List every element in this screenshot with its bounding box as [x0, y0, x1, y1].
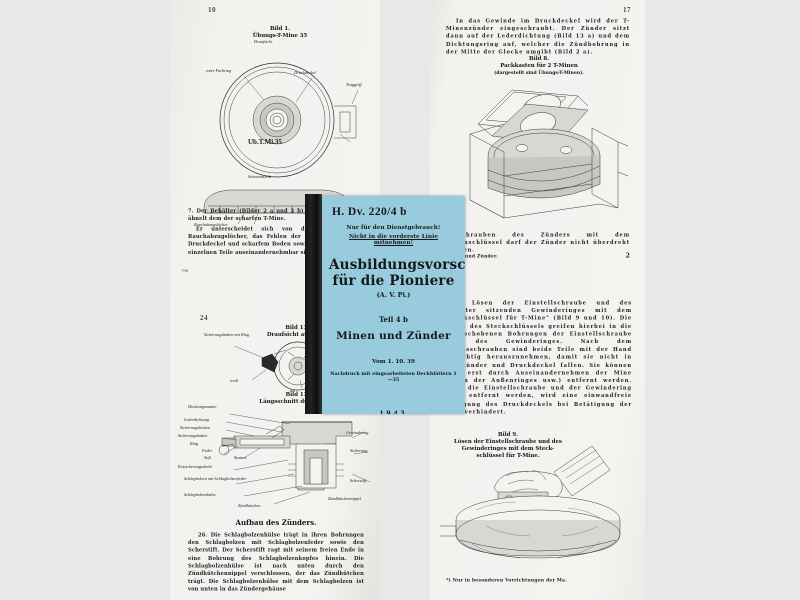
fig13c-label-entsicherungsdraht: Entsicherungsdraht	[178, 464, 212, 469]
fig13c-caption-line2: Längsschnitt durch T-Mine	[259, 399, 341, 405]
cover-reprint-note: Nachdruck mit eingearbeiteten Deckblätte…	[330, 371, 457, 383]
fig13c-label-lederdichtung: Lederdichtung	[184, 417, 209, 422]
cover-title-line1: Ausbildungsvorschrift	[329, 257, 465, 273]
cover-title-line2: für die Pioniere	[332, 272, 455, 289]
cover-restriction-note-1: Nur für den Dienstgebrauch!	[346, 225, 441, 231]
right-paragraph-top: In das Gewinde im Druckdeckel wird der T…	[446, 18, 630, 56]
cover-document-code: H. Dv. 220/4 b	[332, 206, 407, 218]
cover-year: 1943	[379, 409, 408, 414]
fig13c-label-schlagbolzenhuelse: Schlagbolzenhülse	[184, 492, 216, 497]
right-footnote: *) Nur in besonderen Vorrichtungen der M…	[446, 578, 567, 584]
fig1-caption: Bild 1. Übungs-T-Mine 35	[205, 26, 355, 40]
fig13c-label-stift: Stift	[204, 455, 211, 460]
booklet-cover[interactable]: H. Dv. 220/4 b Nur für den Dienstgebrauc…	[305, 194, 465, 414]
fig9-caption: Bild 9. Lösen der Einstellschraube und d…	[448, 432, 568, 460]
left-paragraph-7b: Er unterscheidet sich von diesen durch d…	[188, 226, 364, 256]
fig13b-label-weiss: weiß	[230, 378, 239, 383]
cover-subtitle: Minen und Zünder	[336, 330, 451, 342]
left-paragraph-26: 26. Die Schlagbolzenhülse trägt in ihren…	[188, 532, 364, 593]
fig13c-label-dichtungsmutter: Dichtungsmutter	[188, 404, 217, 409]
fig13b-label-rot: rot	[290, 388, 295, 393]
fig13c-label-zuendhuetchennippel: Zündhütchennippel	[328, 496, 362, 501]
fig1-caption-line1: Bild 1.	[270, 26, 290, 32]
fig13c-label-schlagbolzen: Schlagbolzen mit Schlagbolzenfeder	[184, 476, 247, 481]
booklet-spine	[305, 194, 322, 414]
fig9-drawing	[436, 440, 642, 570]
left-paragraph-7: 7. Der Behälter (Bilder 2 a und 2 b) der…	[188, 208, 364, 223]
fig9-caption-line4: schlüssel für T-Mine.	[476, 453, 540, 459]
fig13c-label-sicherung: Sicherung	[350, 448, 368, 453]
fig13c-drawing: Dichtungsmutter Lederdichtung Sicherungs…	[178, 404, 378, 518]
left-page-folio: 10	[208, 6, 216, 14]
fig13c-label-feder: Feder	[202, 448, 213, 453]
fig8-caption-line2: Packkasten für 2 T-Minen	[500, 63, 578, 69]
right-footer-title: Minen und Zünder.	[446, 254, 498, 260]
fig13c-label-gewindering: Gewindering	[346, 430, 369, 435]
fig9-caption-line1: Bild 9.	[498, 432, 518, 438]
left-page-folio-2: 24	[200, 314, 208, 322]
cover-title-abbreviation: (A. V. Pi.)	[376, 291, 411, 299]
fig9-caption-line2: Lösen der Einstellschraube und des	[454, 439, 562, 445]
fig13c-label-scherstift: Scherstift	[350, 478, 367, 483]
right-footer-folio: 2	[625, 252, 630, 260]
fig8-crate-drawing	[440, 76, 640, 226]
fig13b-caption: Bild 13 b. Draufsicht auf T-Mine	[230, 325, 370, 339]
left-section-heading: Aufbau des Zünders.	[235, 518, 317, 527]
fig1-label-draufsicht: Draufsicht	[254, 39, 273, 44]
fig13c-label-sicherungsbolzen: Sicherungsbolzen	[180, 425, 211, 430]
fig8-caption-line1: Bild 8.	[529, 56, 549, 62]
fig13c-caption: Bild 13 c. Längsschnitt durch T-Mine	[230, 392, 370, 406]
cover-part-number: Teil 4 b	[379, 315, 408, 324]
fig13b-caption-line1: Bild 13 b.	[285, 325, 315, 331]
fig1-caption-line2: Übungs-T-Mine 35	[252, 33, 308, 39]
booklet-front-cover: H. Dv. 220/4 b Nur für den Dienstgebrauc…	[322, 196, 465, 414]
fig13c-label-stutzen: Stutzen	[234, 455, 247, 460]
right-page-footer: Minen und Zünder. 2	[446, 252, 630, 260]
cover-restriction-note-2: Nicht in die vorderste Linie mitnehmen!	[348, 234, 439, 246]
right-page-folio: 17	[623, 6, 631, 14]
fig13b-caption-line2: Draufsicht auf T-Mine	[266, 332, 334, 338]
fig1-label-seitenansicht: Seitenansicht	[248, 174, 271, 179]
fig1-top-view-drawing: Draufsicht roter Farbring Druckdeckel Tr…	[182, 39, 378, 182]
fig1-label-rauchabzugsloecher: Rauchabzugslöcher	[194, 222, 228, 227]
cover-issue-date: Vom 1. 10. 39	[372, 359, 415, 365]
fig13c-label-sicherungshaken: Sicherungshaken	[178, 433, 208, 438]
fig1-label-traggriff: Traggriff	[346, 82, 362, 87]
fig8-caption-line3: (dargestellt sind Übungs-T-Minen).	[494, 71, 584, 76]
fig1-label-body: Ub.T.Mi.35	[248, 138, 282, 146]
fig13b-label-sicherungshaken: Sicherungshaken mit Ring	[204, 332, 250, 337]
fig8-caption: Bild 8. Packkasten für 2 T-Minen (darges…	[454, 56, 624, 77]
fig13c-caption-line1: Bild 13 c.	[285, 392, 315, 398]
right-paragraph-bottom: Beim Lösen der Einstellschraube und des …	[444, 300, 632, 416]
fig1-label-druckdeckel: Druckdeckel	[294, 70, 316, 75]
fig13c-label-ring: Ring	[190, 441, 199, 446]
fig1-label-farbring: roter Farbring	[206, 68, 232, 73]
right-book-page: 17 In das Gewinde im Druckdeckel wird de…	[430, 0, 645, 600]
fig9-caption-line3: Gewinderinges mit dem Steck-	[461, 446, 555, 452]
left-marginal-note: PM	[182, 268, 188, 273]
fig13c-label-zuendhuetchen: Zündhütchen	[238, 503, 261, 508]
